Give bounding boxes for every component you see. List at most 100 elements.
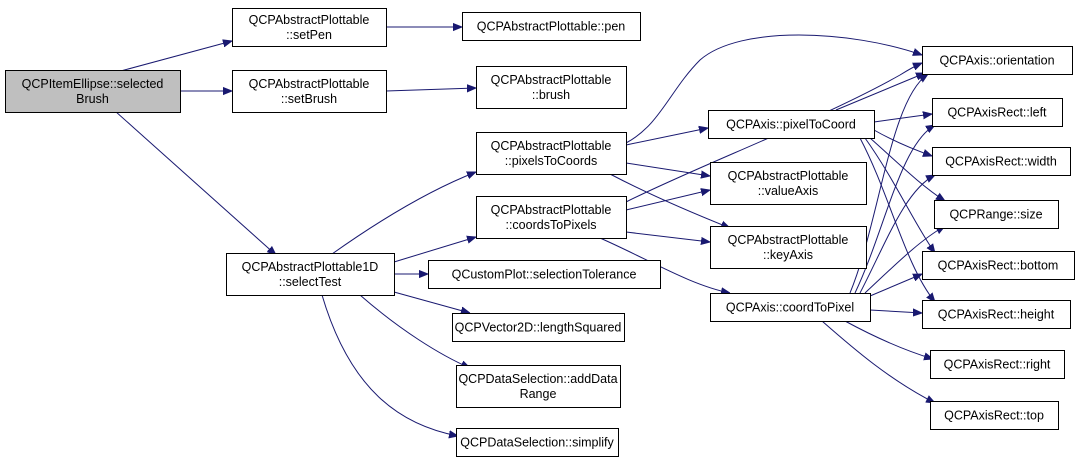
node-label: Range — [520, 387, 557, 401]
node-label: QCPVector2D::lengthSquared — [455, 320, 622, 334]
node-box — [932, 147, 1071, 176]
node-box — [452, 313, 625, 342]
node-box — [476, 132, 627, 175]
node-box — [922, 46, 1073, 75]
node-label: QCPAxisRect::right — [944, 357, 1051, 371]
node-label: QCPAbstractPlottable — [491, 73, 612, 87]
edge-pixelToCoord-to-width — [873, 129, 932, 156]
node-box — [456, 428, 619, 457]
node-box — [922, 300, 1071, 329]
node-box — [930, 350, 1065, 379]
edge-coordToPixel-to-height — [869, 310, 922, 313]
edge-selectTest-to-coordsToPixels — [393, 237, 476, 263]
node-label: Brush — [76, 92, 109, 106]
edge-coordToPixel-to-left — [854, 125, 935, 294]
node-label: QCPAxis::coordToPixel — [726, 300, 854, 314]
edge-coordsToPixels-to-orientation — [625, 63, 922, 203]
node-box — [232, 8, 387, 47]
node-box — [476, 196, 627, 239]
node-left[interactable]: QCPAxisRect::left — [932, 98, 1063, 127]
node-label: QCPAxisRect::top — [944, 408, 1044, 422]
edges-layer — [114, 27, 945, 436]
node-label: QCPAbstractPlottable::pen — [477, 19, 626, 33]
node-label: QCPDataSelection::addData — [458, 372, 617, 386]
node-label: QCPAxisRect::width — [945, 154, 1057, 168]
edge-coordsToPixels-to-coordToPixel — [599, 237, 730, 293]
node-label: QCPRange::size — [949, 207, 1042, 221]
node-setBrush[interactable]: QCPAbstractPlottable::setBrush — [232, 70, 387, 113]
node-label: ::coordsToPixels — [505, 218, 596, 232]
node-box — [708, 110, 875, 139]
node-label: ::selectTest — [279, 275, 342, 289]
edge-pixelToCoord-to-orientation — [835, 73, 925, 111]
edge-pixelToCoord-to-left — [873, 114, 932, 123]
node-box — [226, 253, 395, 296]
edge-coordToPixel-to-right — [844, 320, 933, 359]
node-box — [710, 293, 871, 322]
edge-pixelsToCoords-to-orientation — [625, 34, 922, 144]
node-pen[interactable]: QCPAbstractPlottable::pen — [462, 12, 641, 41]
node-simplify[interactable]: QCPDataSelection::simplify — [456, 428, 619, 457]
edge-coordToPixel-to-top — [821, 320, 935, 403]
node-box — [932, 98, 1063, 127]
node-label: ::setPen — [286, 28, 332, 42]
node-label: QCPAbstractPlottable — [728, 169, 849, 183]
node-top[interactable]: QCPAxisRect::top — [930, 401, 1059, 430]
node-orientation[interactable]: QCPAxis::orientation — [922, 46, 1073, 75]
node-coordsToPixels[interactable]: QCPAbstractPlottable::coordsToPixels — [476, 196, 627, 239]
node-label: QCPAbstractPlottable — [491, 203, 612, 217]
node-label: ::keyAxis — [763, 248, 813, 262]
node-pixelsToCoords[interactable]: QCPAbstractPlottable::pixelsToCoords — [476, 132, 627, 175]
node-width[interactable]: QCPAxisRect::width — [932, 147, 1071, 176]
node-selectTest[interactable]: QCPAbstractPlottable1D::selectTest — [226, 253, 395, 296]
node-pixelToCoord[interactable]: QCPAxis::pixelToCoord — [708, 110, 875, 139]
node-right[interactable]: QCPAxisRect::right — [930, 350, 1065, 379]
edge-pixelToCoord-to-size — [869, 137, 945, 201]
node-label: QCPAbstractPlottable — [728, 233, 849, 247]
edge-pixelsToCoords-to-valueAxis — [625, 162, 710, 176]
node-brush[interactable]: QCPAbstractPlottable::brush — [476, 66, 627, 109]
node-label: QCPAbstractPlottable — [249, 13, 370, 27]
edge-selectTest-to-simplify — [321, 294, 458, 436]
node-valueAxis[interactable]: QCPAbstractPlottable::valueAxis — [710, 162, 867, 205]
edge-coordToPixel-to-size — [864, 226, 945, 294]
node-box — [930, 401, 1059, 430]
node-setPen[interactable]: QCPAbstractPlottable::setPen — [232, 8, 387, 47]
node-label: QCPAxisRect::left — [947, 105, 1047, 119]
edge-pixelToCoord-to-height — [859, 137, 935, 302]
node-label: QCPDataSelection::simplify — [460, 435, 614, 449]
node-box — [710, 226, 867, 269]
node-height[interactable]: QCPAxisRect::height — [922, 300, 1071, 329]
node-label: ::brush — [532, 88, 570, 102]
node-label: QCustomPlot::selectionTolerance — [452, 267, 637, 281]
edge-selectTest-to-addDataRange — [359, 294, 470, 368]
node-label: QCPAbstractPlottable — [491, 139, 612, 153]
node-coordToPixel[interactable]: QCPAxis::coordToPixel — [710, 293, 871, 322]
node-keyAxis[interactable]: QCPAbstractPlottable::keyAxis — [710, 226, 867, 269]
edge-selectTest-to-lengthSquared — [393, 291, 470, 313]
node-label: QCPAbstractPlottable1D — [242, 260, 379, 274]
edge-root-to-selectTest — [114, 110, 276, 255]
node-box — [710, 162, 867, 205]
node-label: QCPAxis::orientation — [939, 53, 1054, 67]
edge-selectTest-to-pixelsToCoords — [331, 172, 476, 255]
edge-setBrush-to-brush — [385, 88, 476, 91]
edge-coordsToPixels-to-valueAxis — [625, 190, 710, 211]
node-bottom[interactable]: QCPAxisRect::bottom — [922, 251, 1075, 280]
nodes-layer: QCPItemEllipse::selectedBrushQCPAbstract… — [5, 8, 1075, 457]
node-label: ::pixelsToCoords — [505, 154, 597, 168]
node-box — [428, 260, 661, 289]
node-lengthSquared[interactable]: QCPVector2D::lengthSquared — [452, 313, 625, 342]
node-size[interactable]: QCPRange::size — [934, 200, 1059, 229]
edge-root-to-setPen — [116, 41, 232, 73]
node-label: QCPAxisRect::bottom — [938, 258, 1059, 272]
node-label: QCPAxisRect::height — [938, 307, 1055, 321]
edge-coordsToPixels-to-keyAxis — [625, 231, 710, 242]
node-box — [232, 70, 387, 113]
node-selectionTolerance[interactable]: QCustomPlot::selectionTolerance — [428, 260, 661, 289]
node-box — [5, 70, 181, 113]
node-box — [456, 365, 621, 408]
node-box — [476, 66, 627, 109]
